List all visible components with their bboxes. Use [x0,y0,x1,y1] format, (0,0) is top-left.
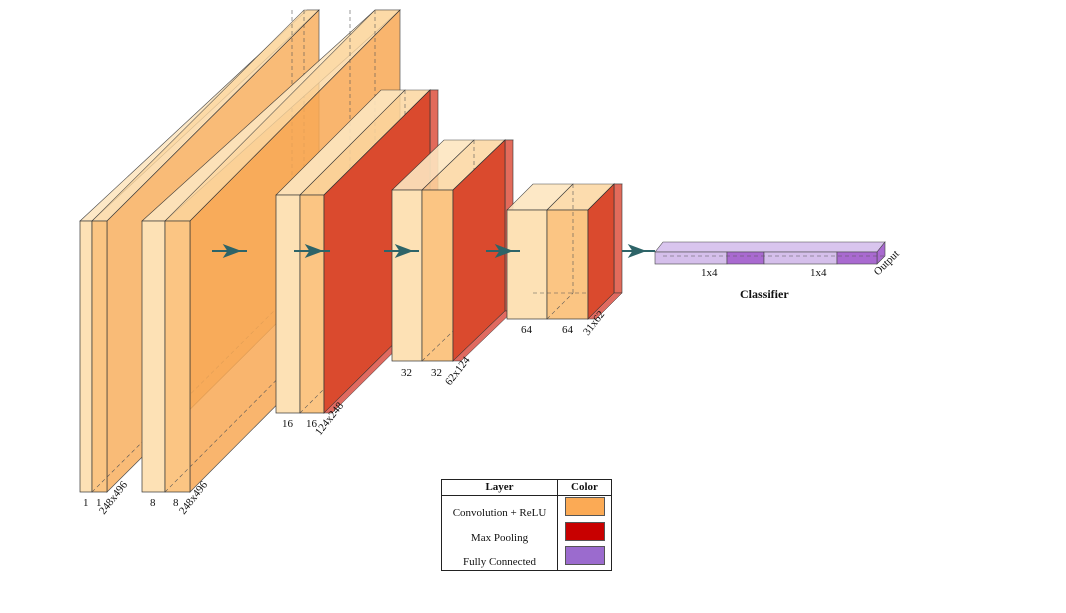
legend-swatch-fc [565,546,605,565]
legend-label-fc: Fully Connected [462,556,537,568]
conv-block-5 [506,183,623,320]
legend-label-pool: Max Pooling [470,532,529,544]
conv2-channels-a: 8 [150,497,156,509]
arrow-4 [486,243,520,259]
legend-swatch-pool [565,522,605,541]
conv4-channels-a: 32 [401,367,412,379]
legend-table: Layer Color Convolution + ReLU Max Pooli… [441,479,612,571]
conv1-channels-b: 1 [96,497,102,509]
legend-divider [557,480,558,570]
legend-row-conv: Convolution + ReLU [442,497,612,522]
conv5-channels-b: 64 [562,324,574,336]
arrow-2 [294,243,330,259]
legend-label-conv: Convolution + ReLU [452,507,547,519]
arrow-1 [212,243,247,259]
legend-row-pool: Max Pooling [442,522,612,547]
conv3-channels-b: 16 [306,418,318,430]
legend-row-fc: Fully Connected [442,546,612,571]
classifier-block [654,241,886,265]
conv4-channels-b: 32 [431,367,442,379]
arrow-3 [384,243,419,259]
conv3-channels-a: 16 [282,418,294,430]
conv5-channels-a: 64 [521,324,533,336]
classifier-unit-2: 1x4 [810,267,827,279]
classifier-title: Classifier [740,287,789,301]
classifier-unit-1: 1x4 [701,267,718,279]
arrow-5 [622,243,655,259]
legend-header-layer: Layer [442,480,557,496]
legend-swatch-conv [565,497,605,516]
flow-arrows [212,243,655,259]
conv1-channels-a: 1 [83,497,89,509]
legend-header-color: Color [557,480,612,496]
conv2-channels-b: 8 [173,497,179,509]
